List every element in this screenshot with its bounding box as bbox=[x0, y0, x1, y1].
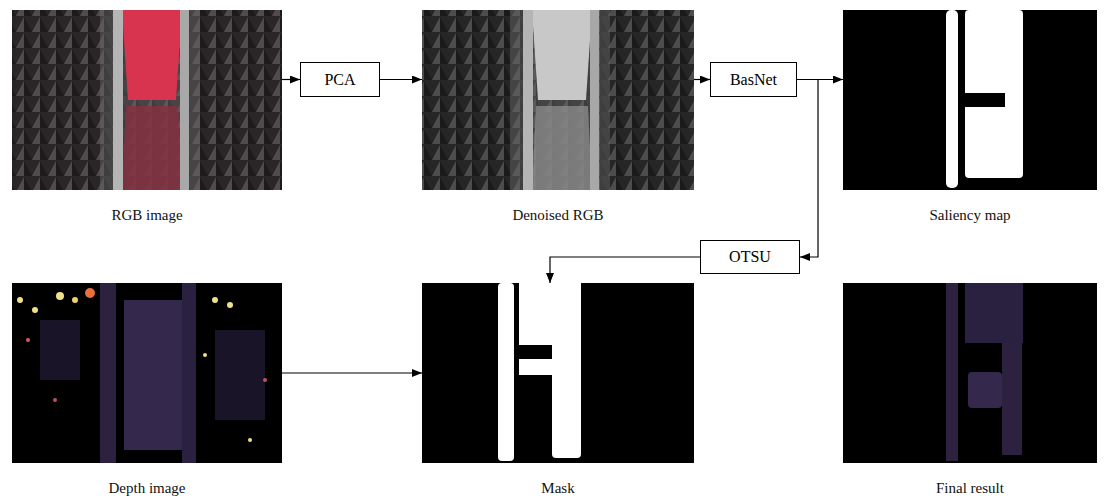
rgb-photo bbox=[12, 10, 282, 190]
box-label: BasNet bbox=[730, 71, 777, 89]
flow-arrow bbox=[694, 79, 710, 80]
process-box: PCA bbox=[300, 62, 380, 97]
box-label: OTSU bbox=[729, 248, 771, 266]
flow-arrow bbox=[282, 372, 422, 373]
result-image bbox=[843, 283, 1097, 463]
image-caption: Final result bbox=[843, 478, 1097, 498]
mask-image bbox=[422, 283, 694, 463]
image-caption: Depth image bbox=[12, 478, 282, 498]
image-panel: RGB image bbox=[12, 10, 282, 225]
image-panel: Denoised RGB bbox=[422, 10, 694, 225]
denoised-photo bbox=[422, 10, 694, 190]
image-caption: Saliency map bbox=[843, 205, 1097, 225]
image-panel: Final result bbox=[843, 283, 1097, 498]
flow-arrow bbox=[797, 80, 818, 258]
process-box: BasNet bbox=[710, 62, 797, 97]
image-caption: Mask bbox=[422, 478, 694, 498]
image-caption: Denoised RGB bbox=[422, 205, 694, 225]
image-caption: RGB image bbox=[12, 205, 282, 225]
flow-arrow bbox=[380, 79, 422, 80]
flow-arrow bbox=[282, 79, 300, 80]
box-label: PCA bbox=[324, 71, 355, 89]
image-panel: Depth image bbox=[12, 283, 282, 498]
process-box: OTSU bbox=[700, 240, 800, 274]
flow-arrow bbox=[550, 257, 700, 283]
image-panel: Mask bbox=[422, 283, 694, 498]
saliency-image bbox=[843, 10, 1097, 190]
depth-image bbox=[12, 283, 282, 463]
image-panel: Saliency map bbox=[843, 10, 1097, 225]
